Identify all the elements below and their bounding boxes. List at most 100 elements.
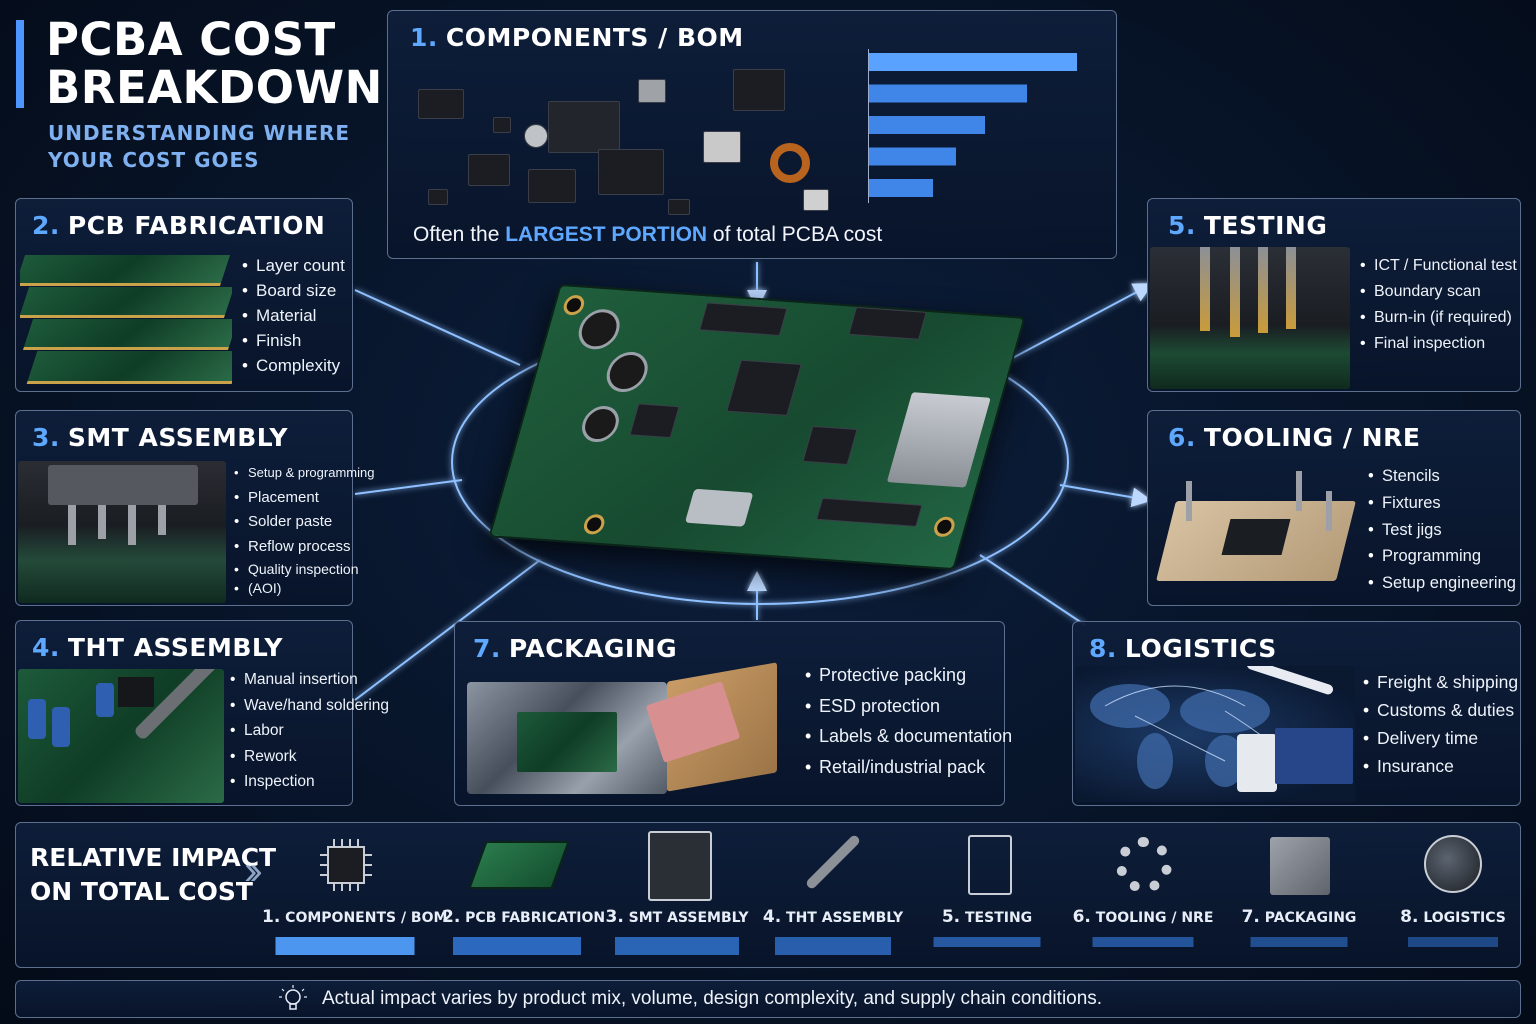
nozzle [158,505,166,535]
pcb-layer [20,287,232,318]
tht-assembly-title: 4.THT ASSEMBLY [32,633,283,662]
connector-header [848,306,927,340]
test-probe [1258,247,1268,333]
component-inductor [770,143,810,183]
components-bar-chart [868,49,1077,203]
truck-cab [1237,734,1277,792]
connector-logistics [979,554,1086,626]
testing-title: 5.TESTING [1168,211,1327,240]
tooling-list: Stencils Fixtures Test jigs Programming … [1368,463,1516,597]
smt-assembly-title: 3.SMT ASSEMBLY [32,423,288,452]
pcb-fabrication-num: 2. [32,211,60,240]
component-capacitor [524,124,548,148]
route-line [1104,685,1246,707]
impact-bar [1092,937,1194,947]
impact-bar [615,937,739,955]
bagged-pcb [517,712,617,772]
component-smd [428,189,448,205]
packaging-title: 7.PACKAGING [473,634,677,663]
relative-impact-panel: RELATIVE IMPACT ON TOTAL COST ›› 1. COMP… [15,822,1521,968]
component-ic [548,101,620,153]
list-item: Setup & programming [234,461,374,486]
impact-text: TOOLING / NRE [1095,910,1214,926]
nozzle [128,505,136,545]
list-item: Programming [1368,543,1516,570]
list-item: Protective packing [805,660,1012,691]
db9-connector [684,488,754,527]
logistics-num: 8. [1089,634,1117,663]
testing-list: ICT / Functional test Boundary scan Burn… [1360,253,1517,357]
smt-assembly-panel: 3.SMT ASSEMBLY Setup & programming Place… [15,410,374,606]
tht-soldering-image [18,669,224,803]
packaging-image [467,662,787,800]
list-item: Rework [230,744,389,770]
impact-text: LOGISTICS [1423,910,1506,926]
impact-text: THT ASSEMBLY [786,910,904,926]
component-ic [733,69,785,111]
relative-impact-heading-line2: ON TOTAL COST [30,877,253,906]
central-pcb-board [488,283,1026,571]
list-item: Final inspection [1360,331,1517,357]
list-item: ESD protection [805,691,1012,722]
list-item: Solder paste [234,510,374,535]
component-smd [803,189,829,211]
fixture-post [1296,471,1302,511]
list-item: Delivery time [1363,724,1518,752]
gears-icon [1116,837,1172,893]
list-item: Retail/industrial pack [805,752,1012,783]
relay [118,677,154,707]
impact-label: 2. PCB FABRICATION [442,907,605,927]
impact-text: PCB FABRICATION [465,910,606,926]
list-item: ICT / Functional test [1360,253,1517,279]
list-item: Inspection [230,769,389,795]
components-bar [869,84,1027,103]
logistics-list: Freight & shipping Customs & duties Deli… [1363,668,1518,780]
world-route-map [1090,684,1320,789]
lightbulb-icon [278,985,308,1015]
impact-label: 6. TOOLING / NRE [1068,907,1218,927]
testing-panel: 5.TESTING ICT / Functional test Boundary… [1147,198,1521,392]
tooling-title-text: TOOLING / NRE [1203,423,1421,452]
globe-icon [1424,835,1482,893]
impact-items-row: 1. COMPONENTS / BOM 2. PCB FABRICATION 3… [262,823,1506,969]
impact-text: TESTING [965,910,1033,926]
component-smd [638,79,666,103]
components-title-text: COMPONENTS / BOM [445,23,744,52]
impact-text: SMT ASSEMBLY [628,910,749,926]
impact-bar [933,937,1041,947]
page-title: PCBA COST BREAKDOWN [46,16,383,112]
impact-num: 1. [262,907,281,927]
mounting-hole [581,513,607,535]
list-item: Burn-in (if required) [1360,305,1517,331]
list-item: Complexity [242,353,345,378]
page-title-line2: BREAKDOWN [46,61,383,114]
list-item: Customs & duties [1363,696,1518,724]
continent-shape [1090,684,1170,728]
logistics-title: 8.LOGISTICS [1089,634,1277,663]
list-item: Quality inspection [234,559,374,579]
mounting-hole [931,516,957,538]
impact-num: 5. [941,907,961,927]
clipboard-check-icon [968,835,1012,895]
list-item-continuation: (AOI) [234,579,374,597]
impact-label: 1. COMPONENTS / BOM [262,907,447,927]
pcb-layer [20,255,231,286]
component-crystal [703,131,741,163]
component-smd [668,199,690,215]
list-item: Freight & shipping [1363,668,1518,696]
test-probe [1286,247,1296,329]
list-item: Material [242,303,345,328]
impact-bar [1408,937,1498,947]
caption-post: of total PCBA cost [712,223,883,246]
logistics-title-text: LOGISTICS [1124,634,1277,663]
box-icon [1270,837,1330,895]
component-ic [598,149,664,195]
fixture-post [1326,491,1332,531]
components-panel: 1.COMPONENTS / BOM Often the LARGEST POR… [387,10,1117,259]
ic [629,403,680,439]
impact-bars [275,937,1498,955]
smt-assembly-list: Setup & programming Placement Solder pas… [234,461,374,597]
components-caption: Often the LARGEST PORTION of total PCBA … [413,223,882,247]
tht-assembly-title-text: THT ASSEMBLY [67,633,284,662]
pcb-fabrication-title: 2.PCB FABRICATION [32,211,325,240]
